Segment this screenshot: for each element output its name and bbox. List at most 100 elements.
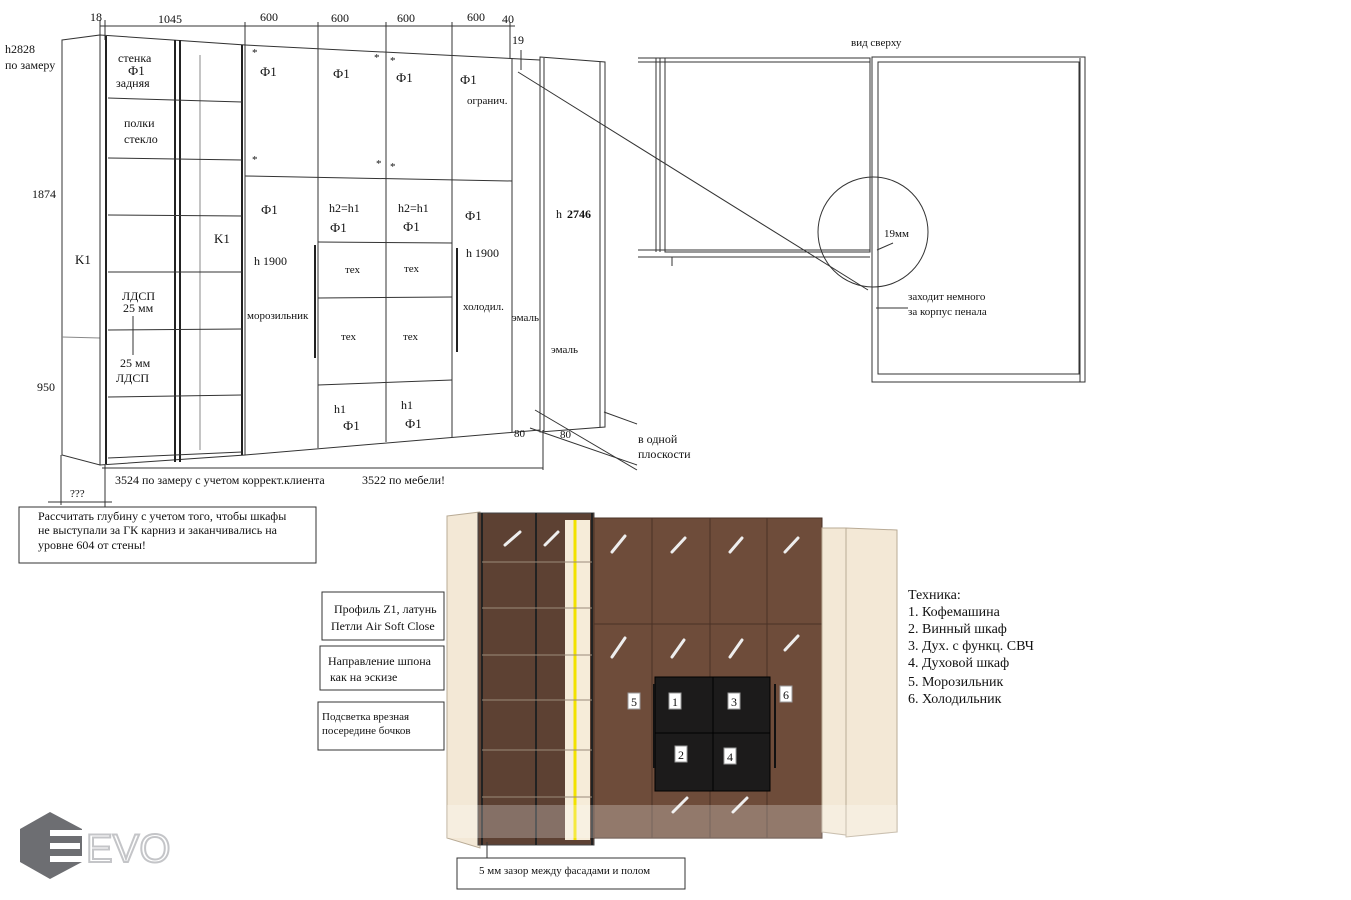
top-view-title: вид сверху: [851, 37, 902, 49]
unknown-dim: ???: [70, 488, 85, 500]
coffee-machine: [654, 676, 714, 734]
tech-4: тех: [403, 331, 419, 343]
top-view: вид сверху 19мм заходит немного за корпу…: [638, 37, 1086, 383]
svg-text:Ф1: Ф1: [261, 202, 278, 217]
svg-text:Ф1: Ф1: [405, 416, 422, 431]
height-label: h2828: [5, 42, 35, 56]
profile-note-1: Профиль Z1, латунь: [334, 602, 437, 616]
dim-1874: 1874: [32, 187, 56, 201]
appliance-markers: 1 2 3 4 5 6: [627, 685, 793, 765]
ldsp-bottom-label: ЛДСП: [116, 371, 149, 385]
same-plane-1: в одной: [638, 432, 678, 446]
width-furniture: 3522 по мебели!: [362, 473, 445, 487]
svg-text:Ф1: Ф1: [403, 219, 420, 234]
width-client: 3524 по замеру с учетом коррект.клиента: [115, 473, 325, 487]
dim-950: 950: [37, 380, 55, 394]
appliance-item: 3. Дух. с функц. СВЧ: [908, 639, 1034, 654]
dim-19: 19: [512, 33, 524, 47]
logo-text: EVO: [86, 827, 170, 871]
dim-18: 18: [90, 10, 102, 24]
svg-text:*: *: [376, 158, 382, 170]
svg-text:Ф1: Ф1: [260, 64, 277, 79]
oven: [712, 732, 771, 792]
dim-80-b: 80: [560, 429, 572, 441]
ldsp-top-label: ЛДСП: [122, 289, 155, 303]
svg-text:*: *: [390, 161, 396, 173]
k1-inner-label: K1: [214, 231, 230, 246]
render-view: 1 2 3 4 5 6 Профиль Z1, латунь Петли Air…: [317, 511, 898, 890]
ldsp-top-size: 25 мм: [123, 301, 154, 315]
ldsp-bottom-size: 25 мм: [120, 356, 151, 370]
h2746-value: 2746: [567, 207, 591, 221]
fridge-label: холодил.: [463, 301, 504, 313]
dim-600-c: 600: [397, 11, 415, 25]
profile-note-2: Петли Air Soft Close: [331, 619, 435, 633]
front-codes: Ф1 Ф1 Ф1 Ф1 Ф1 Ф1 Ф1 Ф1 Ф1 Ф1: [260, 64, 482, 433]
h1-a: h1: [334, 402, 346, 416]
dim-40: 40: [502, 12, 514, 26]
tech-2: тех: [404, 263, 420, 275]
evo-logo: EVO: [20, 812, 171, 879]
lighting-note-box: [317, 701, 445, 751]
height-sub: по замеру: [5, 58, 55, 72]
front-elevation: 18 1045 600 600 600 600 40 19 h2828 по з…: [5, 10, 691, 564]
svg-text:*: *: [252, 154, 258, 166]
depth-note-1: Рассчитать глубину с учетом того, чтобы …: [38, 509, 286, 523]
appliance-item: 6. Холодильник: [908, 692, 1002, 707]
back-wall-sub: задняя: [116, 76, 150, 90]
back-wall-label: стенка: [118, 51, 152, 65]
asterisks: * * * * * *: [252, 47, 396, 173]
shelves-label: полки: [124, 116, 155, 130]
k1-left-label: K1: [75, 252, 91, 267]
tech-3: тех: [341, 331, 357, 343]
limiter-label: огранич.: [467, 95, 508, 107]
svg-text:Ф1: Ф1: [465, 208, 482, 223]
h2746-prefix: h: [556, 207, 562, 221]
veneer-note-2: как на эскизе: [330, 670, 397, 684]
top-note-1: заходит немного: [908, 291, 986, 303]
gap-note-box: [456, 857, 686, 890]
depth-note-3: уровне 604 от стены!: [38, 538, 146, 552]
appliance-item: 1. Кофемашина: [908, 605, 1001, 620]
svg-text:Ф1: Ф1: [396, 70, 413, 85]
appliance-item: 2. Винный шкаф: [908, 622, 1007, 637]
dim-600-b: 600: [331, 11, 349, 25]
lighting-note-1: Подсветка врезная: [322, 711, 409, 723]
svg-text:*: *: [390, 55, 396, 67]
dim-19mm: 19мм: [884, 228, 909, 240]
depth-note-box: [18, 506, 317, 564]
svg-text:Ф1: Ф1: [343, 418, 360, 433]
svg-text:Ф1: Ф1: [330, 220, 347, 235]
dim-600-d: 600: [467, 10, 485, 24]
microwave-oven: [712, 676, 771, 734]
same-plane-2: плоскости: [638, 447, 691, 461]
enamel-left: эмаль: [512, 312, 539, 324]
tech-1: тех: [345, 264, 361, 276]
svg-text:1: 1: [672, 695, 678, 709]
svg-text:Ф1: Ф1: [460, 72, 477, 87]
veneer-note-box: [319, 645, 445, 691]
svg-text:2: 2: [678, 748, 684, 762]
svg-text:5: 5: [631, 695, 637, 709]
glass-shelves: [107, 97, 243, 459]
shelves-material: стекло: [124, 132, 158, 146]
top-note-2: за корпус пенала: [908, 306, 987, 318]
dim-600-a: 600: [260, 10, 278, 24]
depth-note-2: не выступали за ГК карниз и заканчивалис…: [38, 523, 278, 537]
freezer-label: морозильник: [247, 310, 309, 322]
appliance-list: Техника: 1. Кофемашина 2. Винный шкаф 3.…: [908, 588, 1034, 707]
svg-text:6: 6: [783, 688, 789, 702]
svg-text:*: *: [374, 52, 380, 64]
h2h1-a: h2=h1: [329, 201, 360, 215]
appliance-list-title: Техника:: [908, 588, 961, 603]
appliance-item: 5. Морозильник: [908, 675, 1003, 690]
svg-text:*: *: [252, 47, 258, 59]
dim-80-a: 80: [514, 428, 526, 440]
svg-text:3: 3: [731, 695, 737, 709]
gap-note: 5 мм зазор между фасадами и полом: [479, 865, 650, 877]
svg-text:4: 4: [727, 750, 733, 764]
h2h1-b: h2=h1: [398, 201, 429, 215]
h1-b: h1: [401, 398, 413, 412]
lighting-note-2: посередине бочков: [322, 725, 411, 737]
